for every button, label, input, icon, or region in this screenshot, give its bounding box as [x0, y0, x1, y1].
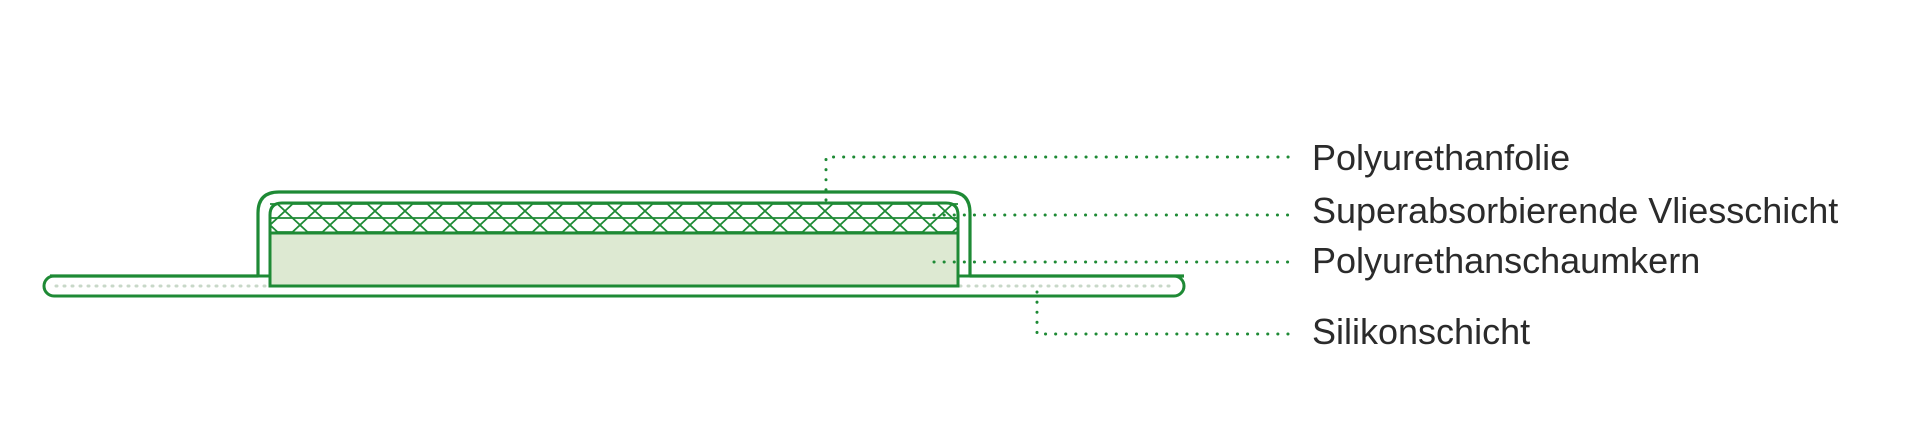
foam-core-shape [268, 231, 960, 288]
honeycomb-pattern [270, 203, 958, 233]
superabsorbent-fleece-shape [268, 201, 960, 235]
label-polyurethane-film: Polyurethanfolie [1312, 137, 1570, 178]
honeycomb-cell [928, 217, 958, 233]
polyurethane-film-shape [50, 190, 1184, 278]
label-silicone-layer: Silikonschicht [1312, 311, 1530, 352]
leader-line-silicone-layer [1035, 290, 1292, 336]
leader-line-polyurethane-film [824, 155, 1292, 202]
label-foam-core: Polyurethanschaumkern [1312, 240, 1700, 281]
label-superabsorbent-fleece: Superabsorbierende Vliesschicht [1312, 190, 1838, 231]
